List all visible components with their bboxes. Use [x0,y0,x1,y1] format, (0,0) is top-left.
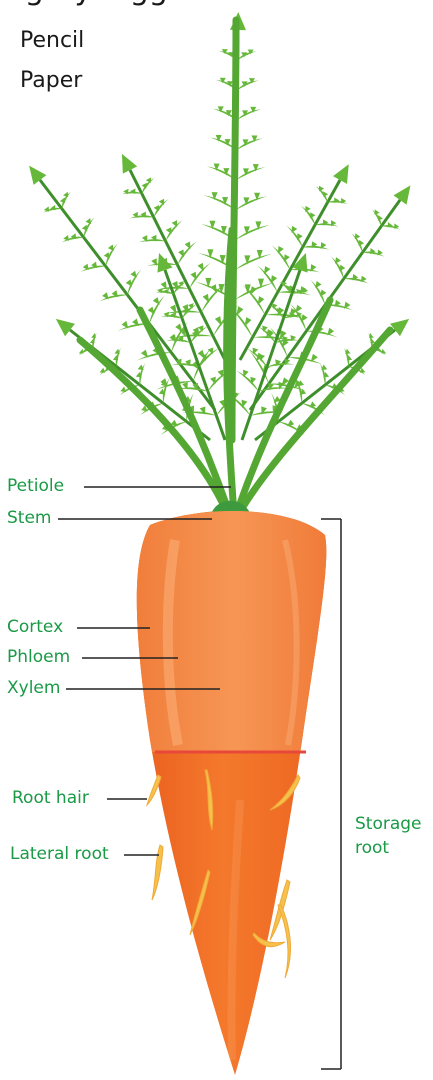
label-petiole: Petiole [7,476,64,496]
storage-root-bracket [321,519,341,1069]
material-paper: Paper [20,68,82,93]
label-xylem: Xylem [7,678,60,698]
label-root-hair: Root hair [12,788,89,808]
label-cortex: Cortex [7,617,63,637]
label-stem: Stem [7,508,51,528]
label-phloem: Phloem [7,647,70,667]
header-title-fragment: ragerybagg [0,0,168,7]
material-pencil: Pencil [20,28,84,53]
label-storage-root-line2: root [355,838,389,858]
label-lateral-root: Lateral root [10,844,109,864]
label-storage-root-line1: Storage [355,814,422,834]
